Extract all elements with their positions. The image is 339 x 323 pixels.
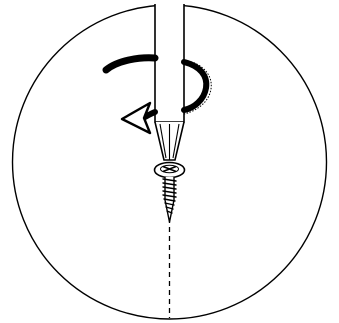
screw-icon [155, 163, 185, 223]
screwdriver-icon [155, 4, 184, 160]
